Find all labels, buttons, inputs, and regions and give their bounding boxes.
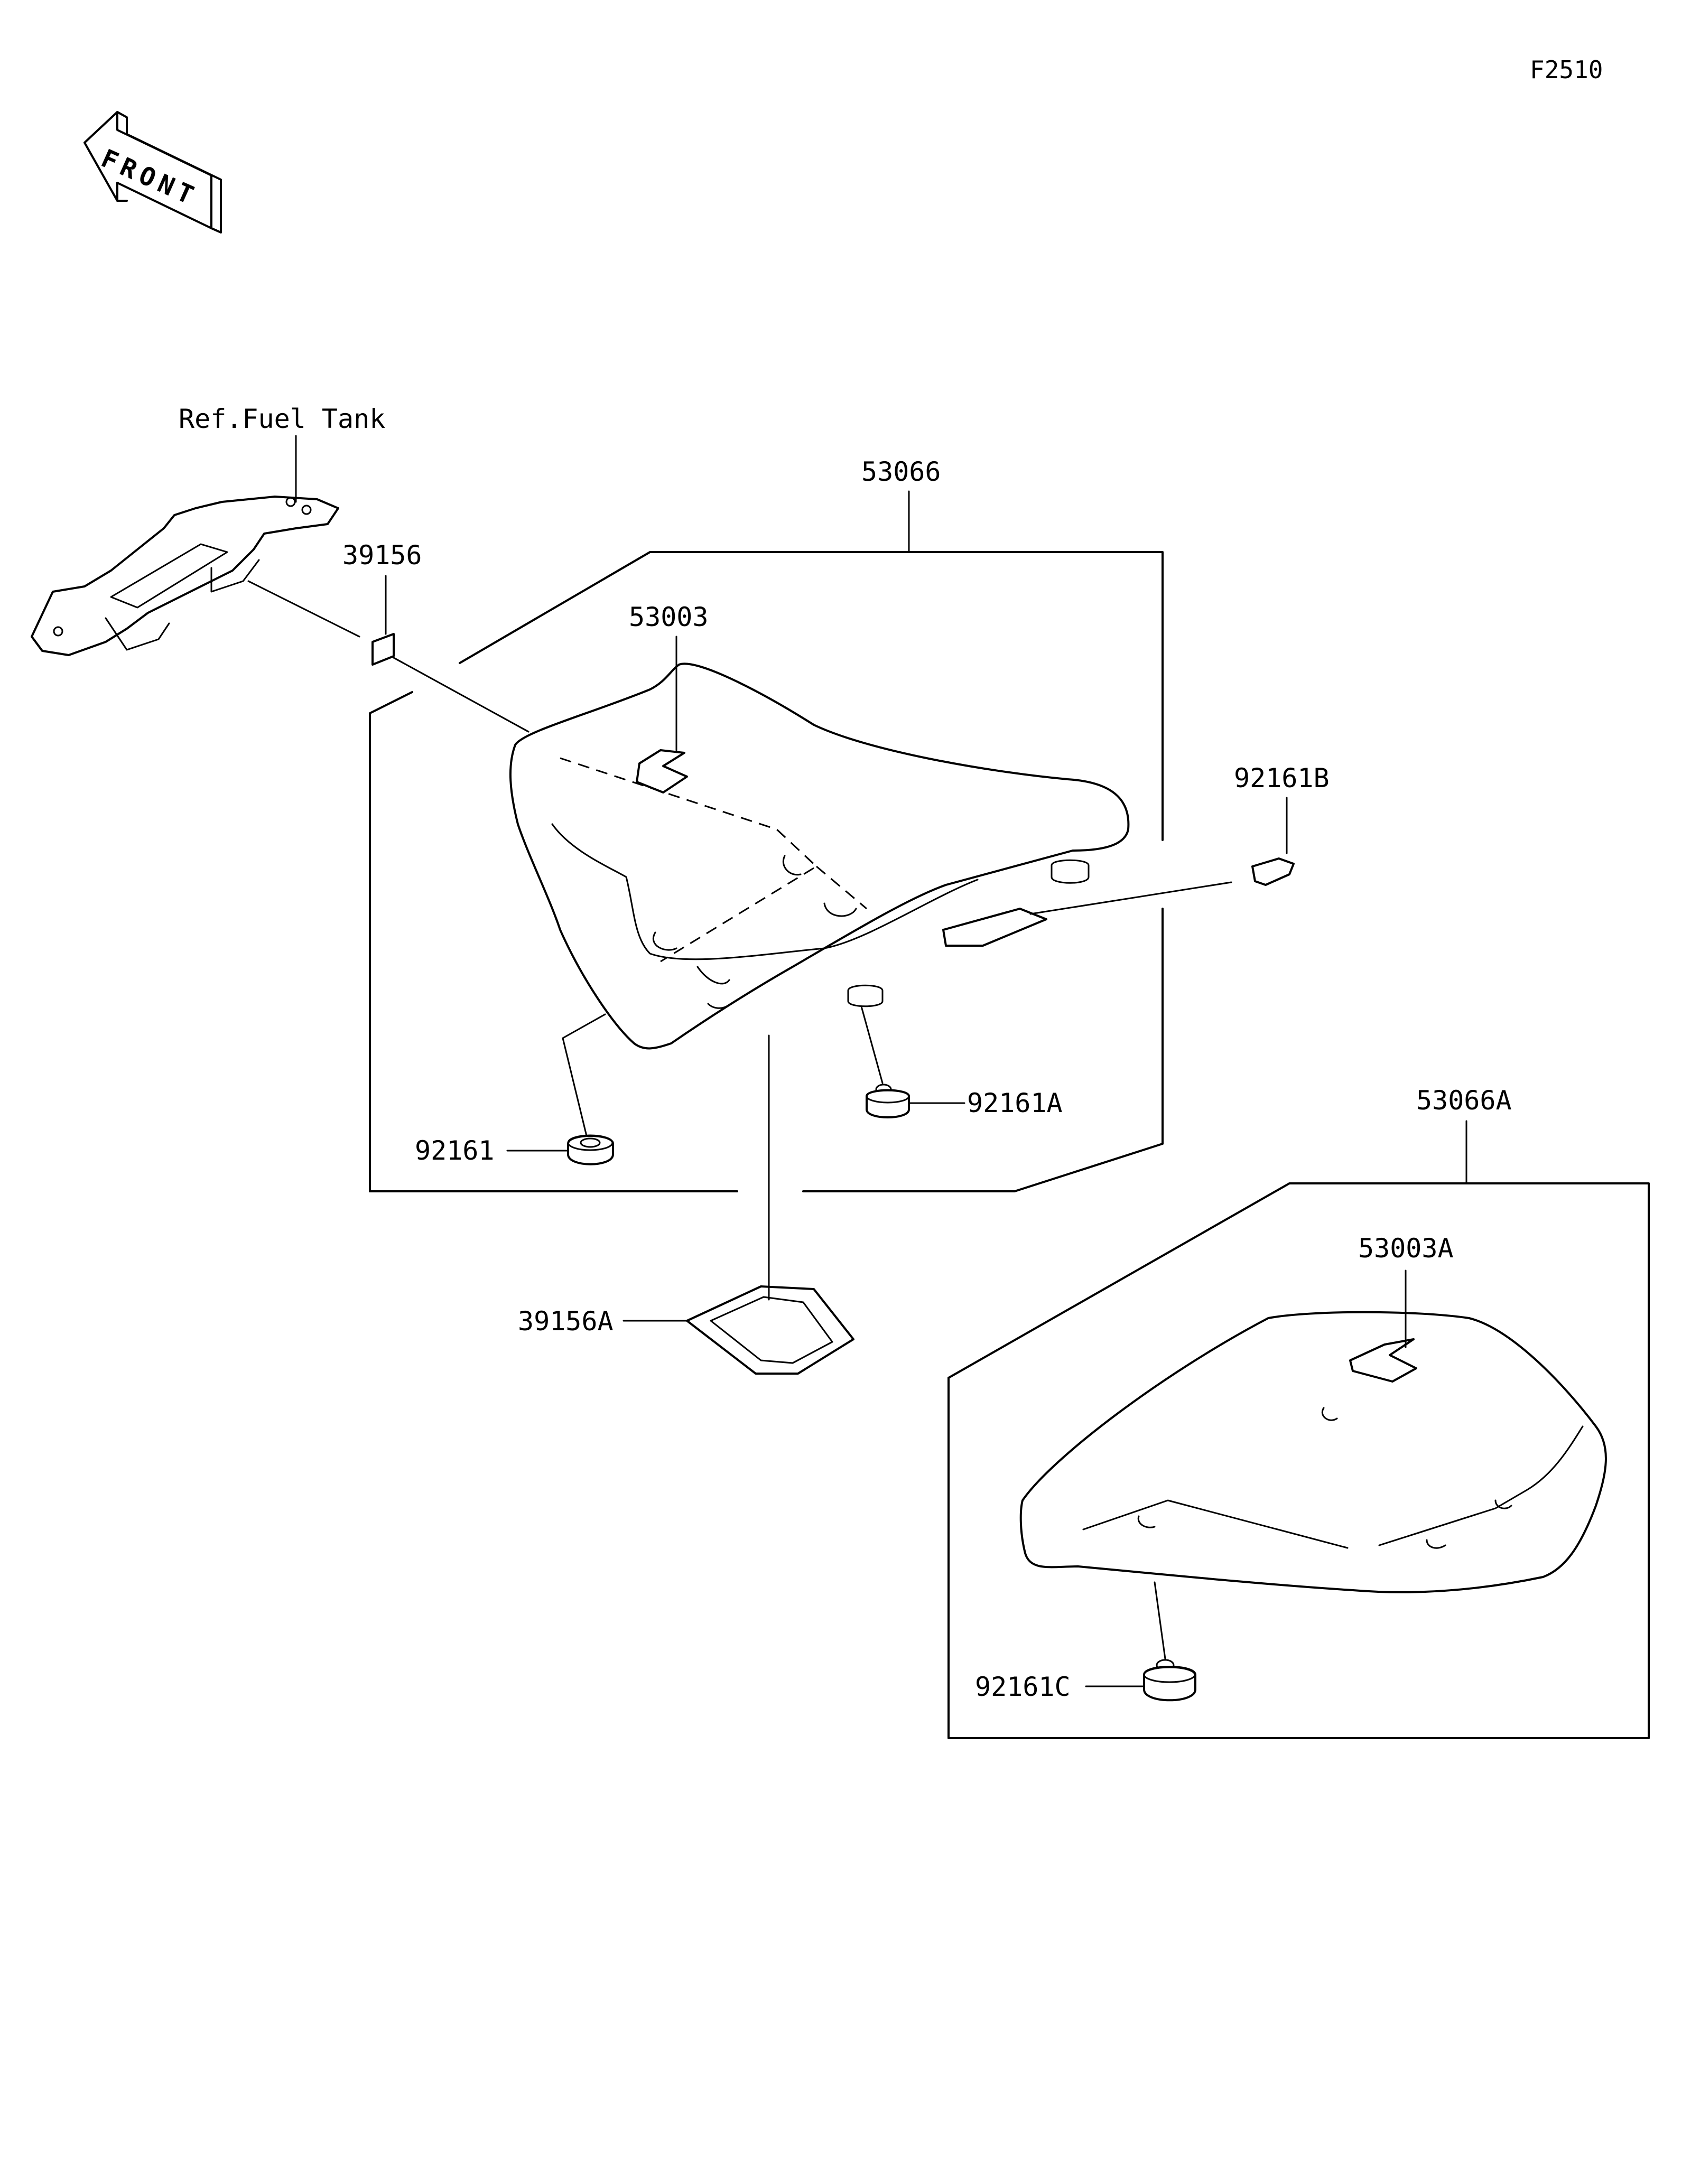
part-53003A-label[interactable]: 53003A [1358, 1233, 1454, 1264]
front-arrow-icon: FRONT [83, 111, 222, 234]
leader-line [1154, 1581, 1166, 1660]
part-39156-label[interactable]: 39156 [342, 540, 422, 571]
part-39156 [371, 633, 395, 666]
diagram-code: F2510 [1530, 55, 1603, 84]
part-92161C-label[interactable]: 92161C [975, 1672, 1071, 1702]
leader-line [247, 580, 360, 638]
part-92161B [1251, 857, 1295, 886]
fuel-tank-bracket [31, 496, 339, 656]
assembly-frame-53066A [947, 1182, 1650, 1739]
rear-seat [1019, 1311, 1607, 1593]
part-92161 [567, 1134, 614, 1165]
part-39156A [686, 1285, 854, 1375]
part-53066A-label[interactable]: 53066A [1416, 1085, 1512, 1116]
part-39156A-label[interactable]: 39156A [518, 1306, 614, 1337]
part-53003-label[interactable]: 53003 [629, 602, 709, 632]
part-92161-label[interactable]: 92161 [415, 1135, 495, 1166]
assembly-frame-53066 [369, 691, 413, 1192]
part-92161A [866, 1084, 910, 1118]
part-53066-label[interactable]: 53066 [861, 456, 941, 487]
part-92161A-label[interactable]: 92161A [967, 1088, 1063, 1118]
leader-line [562, 1013, 606, 1137]
front-seat [509, 662, 1130, 1050]
leader-line [860, 1005, 884, 1084]
assembly-frame-53066 [459, 551, 1164, 841]
leader-line [1029, 881, 1232, 915]
assembly-frame-53066 [802, 908, 1164, 1192]
part-92161B-label[interactable]: 92161B [1234, 763, 1330, 794]
leader-line [393, 657, 529, 733]
reference-label[interactable]: Ref.Fuel Tank [179, 404, 385, 434]
part-92161C [1143, 1659, 1196, 1702]
